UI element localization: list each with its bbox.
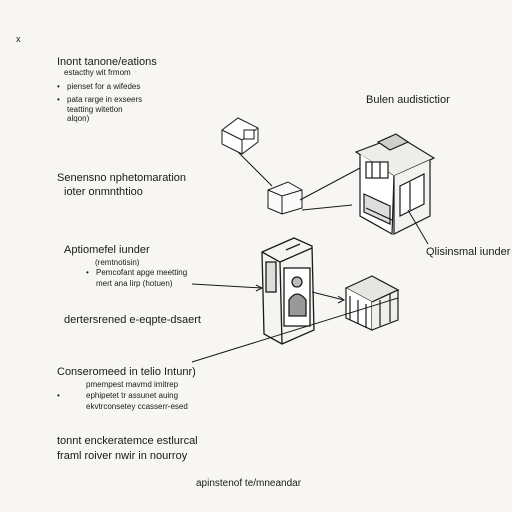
connector-line <box>299 167 361 201</box>
section4-title: dertersrened e-eqpte-dsaert <box>64 314 201 326</box>
right-label: Qlisinsmal iunder <box>426 246 511 258</box>
section3-line: mert ana lirp (hotuen) <box>96 279 173 288</box>
section5-bullet: • <box>57 391 60 400</box>
section1-title: Inont tanone/eations <box>57 56 157 68</box>
box-icon <box>267 181 303 215</box>
crate-icon <box>344 275 400 331</box>
arrow-line <box>311 291 345 301</box>
section5-line: ekvtrconsetey ccasserr-esed <box>86 402 188 411</box>
section5-title: Conseromeed in telio Intunr) <box>57 366 196 378</box>
building-icon <box>354 133 436 236</box>
corner-mark: x <box>16 34 21 44</box>
diagonal-line <box>191 297 399 363</box>
section3-line: Pemcofant apge meetting <box>96 268 188 277</box>
section6-line1: tonnt enckeratemce estlurcal <box>57 435 198 447</box>
label-leader-line <box>407 209 429 245</box>
section1-line: pienset for a wifedes <box>67 82 141 91</box>
section1-line: estacthy wit frmom <box>64 68 131 77</box>
arrow-head <box>337 295 345 304</box>
arrow-line <box>191 283 263 289</box>
section2-title: Senensno nphetomaration <box>57 172 187 184</box>
section1-bullet: •pienset for a wifedes <box>57 82 141 91</box>
section5-line: ephipetet tr assunet auing <box>86 391 179 400</box>
footer-caption: apinstenof te/mneandar <box>196 478 302 489</box>
arrow-head <box>255 284 264 292</box>
section6-line2: framl roiver nwir in nourroy <box>57 450 188 462</box>
connector-line <box>237 151 273 187</box>
section5-line: pmempest mavmd imitrep <box>86 380 179 389</box>
section3-bullet: •Pemcofant apge meetting <box>86 268 188 277</box>
section3-title: Aptiomefel iunder <box>64 244 150 256</box>
connector-line <box>301 204 353 211</box>
phone-device-icon <box>261 237 315 345</box>
section1-line: alqon) <box>67 114 90 123</box>
section1-line: pata rarge in exseers <box>67 95 143 104</box>
section1-line: teatting witetlon <box>67 105 123 114</box>
section3-line: (remtnotisin) <box>95 258 140 267</box>
building-label: Bulen audistictior <box>366 94 450 106</box>
section2-subtitle: ioter onmnthtioo <box>64 186 143 198</box>
section1-bullet: •pata rarge in exseers <box>57 95 143 104</box>
small-device-icon <box>221 117 259 155</box>
